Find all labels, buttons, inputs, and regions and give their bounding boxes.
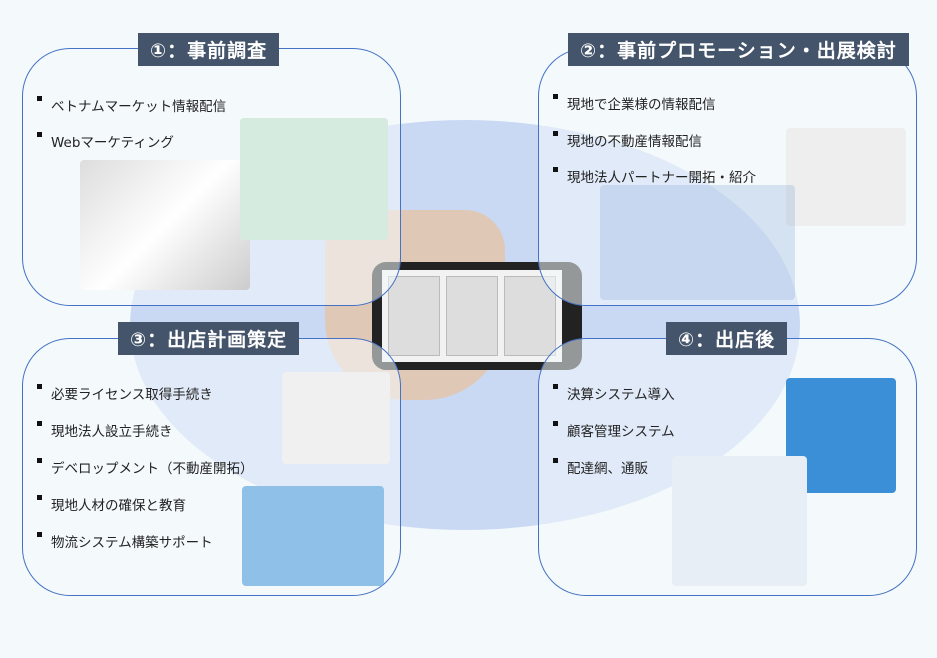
list-item: 必要ライセンス取得手続き bbox=[37, 377, 254, 414]
list-item: 物流システム構築サポート bbox=[37, 525, 254, 562]
list-item: 配達網、通販 bbox=[553, 451, 675, 488]
section-4-title: ④：出店後 bbox=[666, 322, 788, 355]
list-item: デベロップメント（不動産開拓） bbox=[37, 451, 254, 488]
list-item: Webマーケティング bbox=[37, 125, 226, 161]
list-item: ベトナムマーケット情報配信 bbox=[37, 89, 226, 125]
list-item: 現地で企業様の情報配信 bbox=[553, 87, 756, 124]
world-map-logistics-image bbox=[242, 486, 384, 586]
signing-document-image bbox=[282, 372, 390, 464]
list-item: 決算システム導入 bbox=[553, 377, 675, 414]
list-item: 現地法人設立手続き bbox=[37, 414, 254, 451]
network-buildings-image bbox=[600, 185, 795, 300]
list-item: 現地人材の確保と教育 bbox=[37, 488, 254, 525]
list-item: 現地法人パートナー開拓・紹介 bbox=[553, 160, 756, 197]
houses-magnifier-image bbox=[786, 128, 906, 226]
list-item: 顧客管理システム bbox=[553, 414, 675, 451]
section-1-title: ①：事前調査 bbox=[138, 33, 280, 66]
laptop-charts-image bbox=[80, 160, 250, 290]
marketing-icons-image bbox=[240, 118, 388, 240]
smartphone-image bbox=[372, 262, 582, 370]
section-2-title: ②：事前プロモーション・出展検討 bbox=[568, 33, 909, 66]
customer-management-image bbox=[672, 456, 807, 586]
list-item: 現地の不動産情報配信 bbox=[553, 124, 756, 161]
section-3-title: ③：出店計画策定 bbox=[118, 322, 300, 355]
